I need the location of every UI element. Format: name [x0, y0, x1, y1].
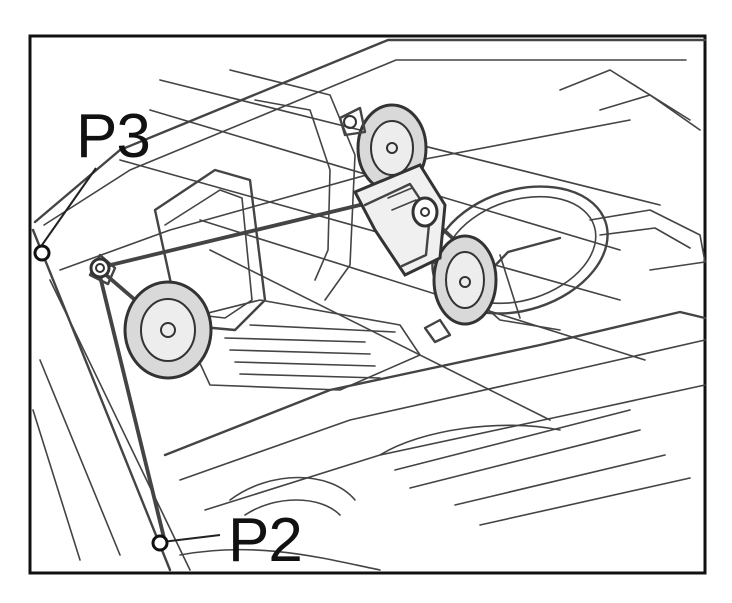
p3-label: P3: [76, 102, 150, 171]
door-speaker: [88, 253, 213, 380]
amplifier-unit: [352, 163, 447, 277]
center-speaker: [423, 234, 498, 344]
callout-p3: P3: [33, 102, 151, 262]
frame: [28, 34, 707, 575]
p2-label: P2: [228, 506, 302, 575]
callout-p2: P2: [151, 506, 303, 575]
interior-sketch: [31, 38, 707, 572]
